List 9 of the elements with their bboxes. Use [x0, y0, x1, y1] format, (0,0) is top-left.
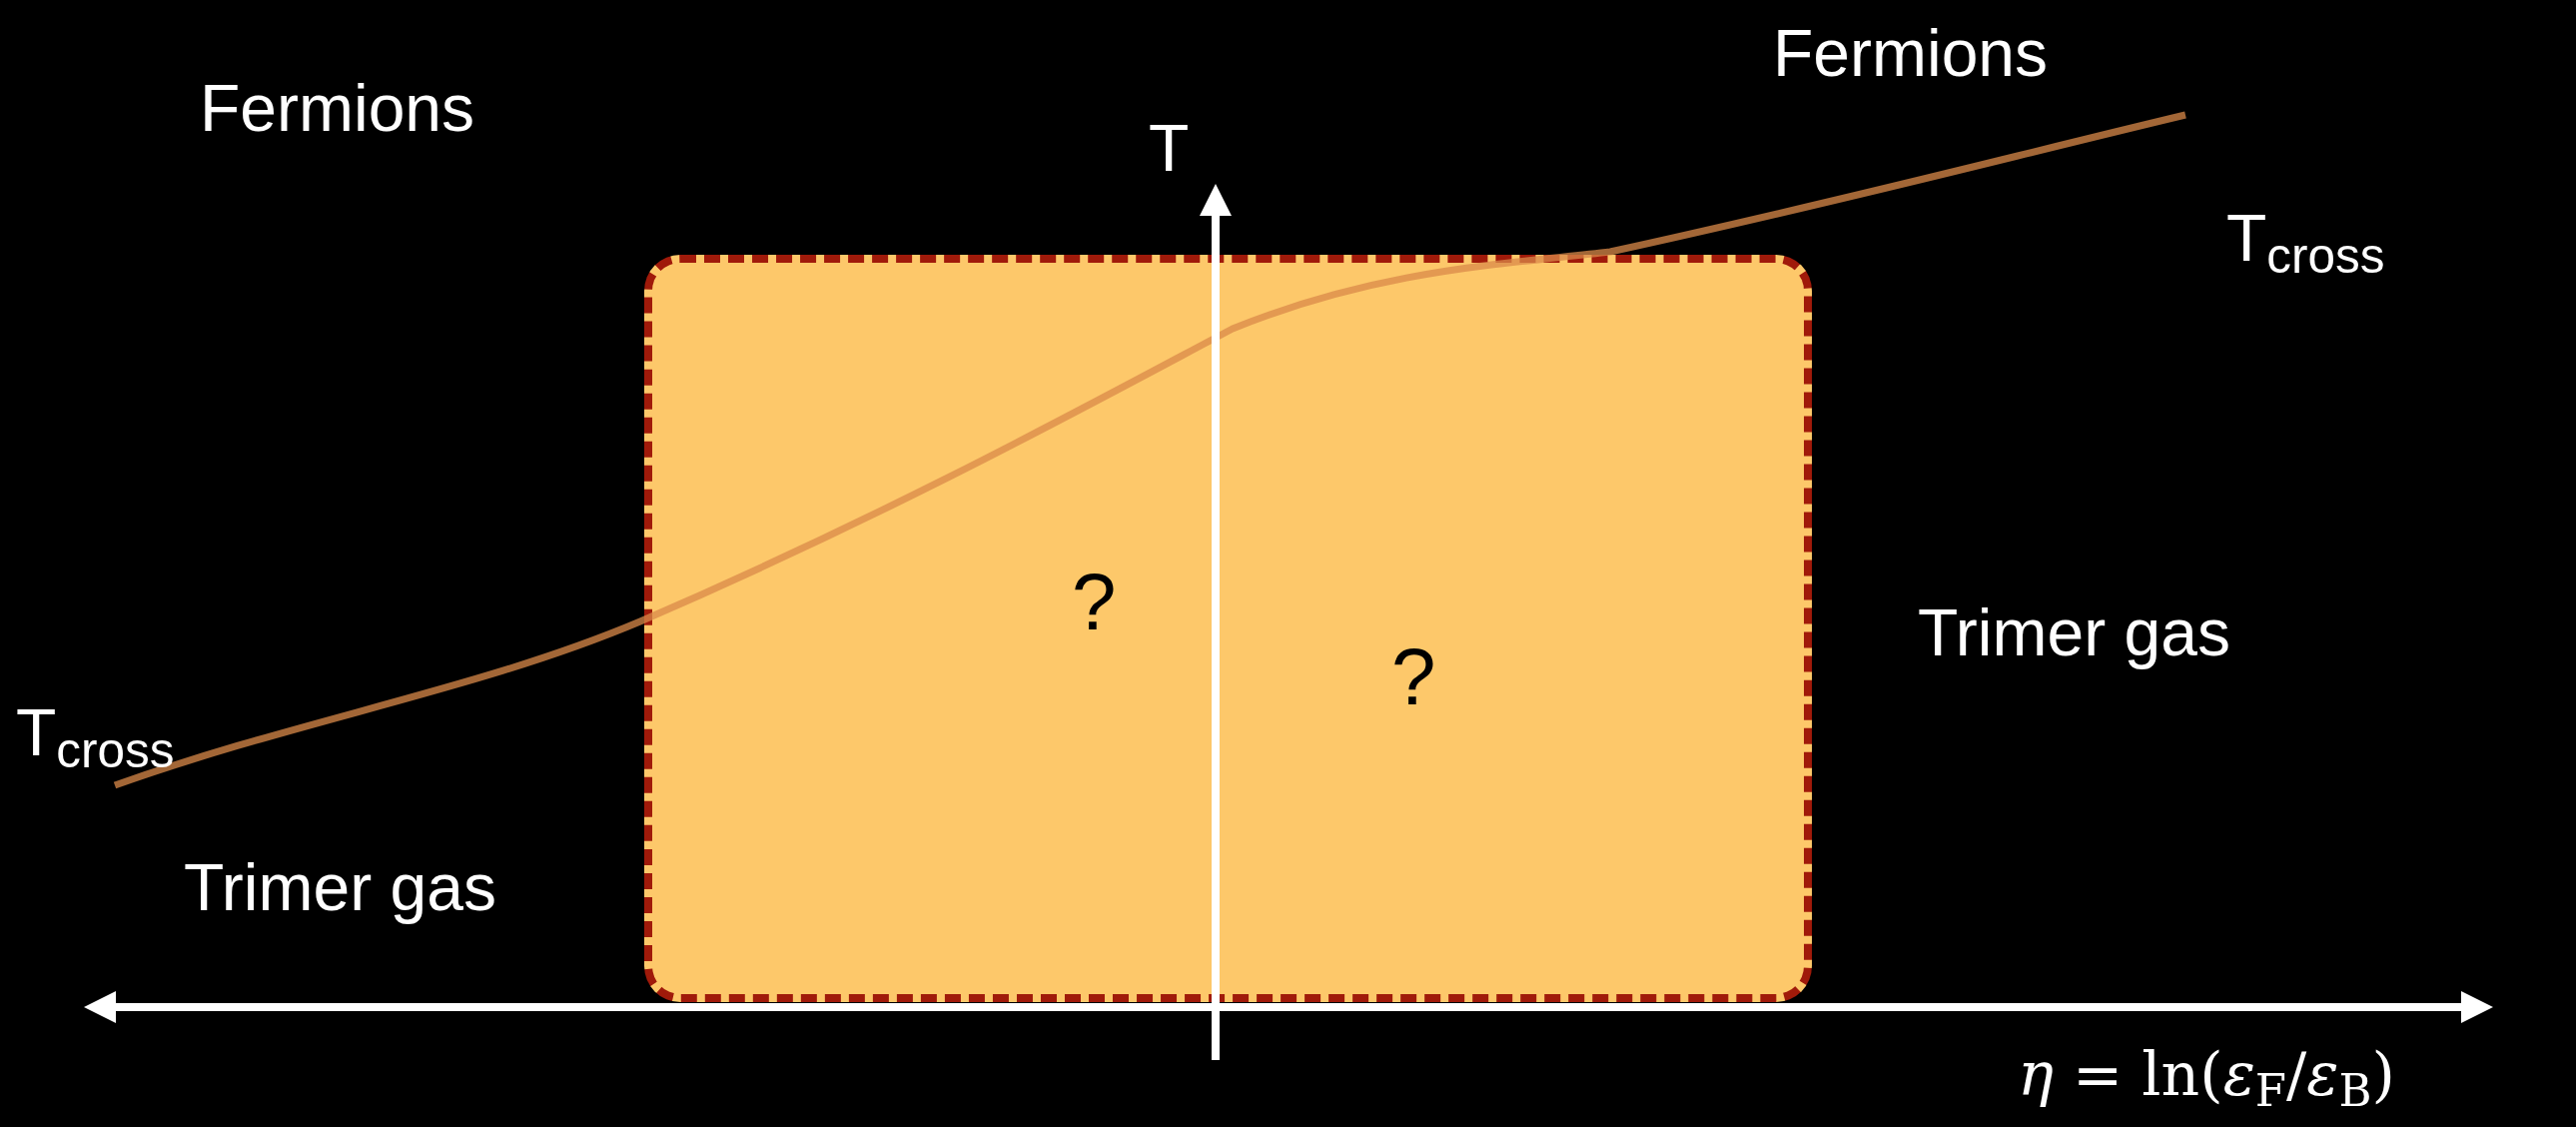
question-mark: ? — [1072, 563, 1117, 642]
crossover-label: T$_{cross}$ — [2226, 205, 2385, 281]
phase-label: Fermions — [1773, 20, 2049, 86]
phase-label: Fermions — [200, 75, 475, 141]
axis-label: η = ln(ε$_{F}$/ε$_{B}$) — [2018, 1044, 2395, 1114]
axis-label: T — [1149, 115, 1190, 181]
unknown-phase-region — [644, 255, 1812, 1002]
question-mark: ? — [1391, 637, 1436, 717]
crossover-label: T$_{cross}$ — [16, 699, 175, 775]
